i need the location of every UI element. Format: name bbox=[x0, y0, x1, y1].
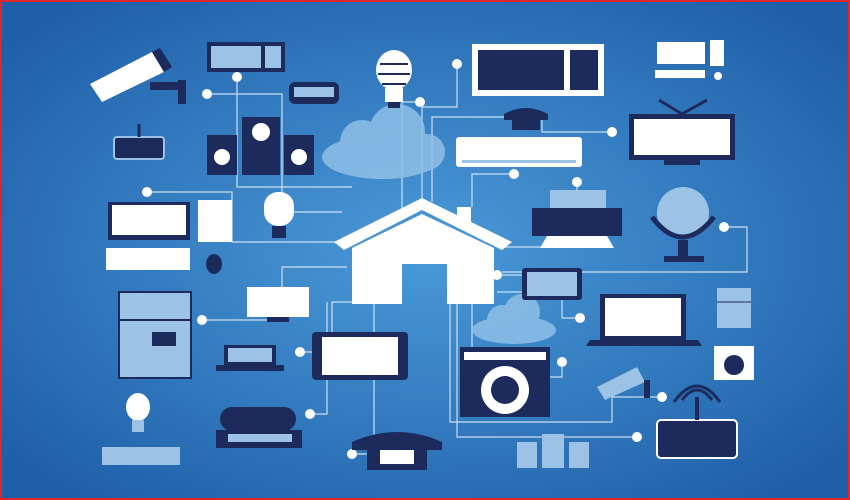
router-icon bbox=[656, 384, 738, 459]
router-icon bbox=[113, 124, 165, 160]
light-bulb-icon bbox=[376, 50, 412, 108]
microphone-icon bbox=[264, 192, 294, 238]
game-controller-icon bbox=[216, 407, 302, 448]
washing-machine-icon bbox=[714, 346, 754, 380]
game-controller-icon bbox=[289, 82, 339, 104]
fridge-icon bbox=[118, 291, 192, 379]
security-camera-icon bbox=[90, 48, 186, 104]
cloud-icon bbox=[472, 294, 556, 344]
microwave-icon bbox=[207, 42, 285, 72]
telephone-icon bbox=[352, 432, 442, 470]
desktop-computer-icon bbox=[655, 40, 724, 80]
house-icon bbox=[334, 198, 512, 304]
desktop-computer-icon bbox=[106, 200, 232, 274]
air-conditioner-icon bbox=[102, 447, 180, 465]
connection-nodes bbox=[142, 59, 729, 459]
security-camera-icon bbox=[597, 367, 650, 400]
tv-icon bbox=[247, 287, 309, 322]
speaker-icon bbox=[517, 434, 589, 468]
printer-icon bbox=[532, 190, 622, 248]
air-conditioner-icon bbox=[456, 137, 582, 167]
washing-machine-icon bbox=[460, 347, 550, 417]
tablet-icon bbox=[522, 268, 582, 300]
cloud-icon bbox=[322, 104, 445, 179]
tablet-icon bbox=[312, 332, 408, 380]
phone-icon bbox=[504, 108, 548, 130]
microwave-icon bbox=[472, 44, 604, 96]
light-bulb-icon bbox=[126, 393, 150, 432]
fridge-icon bbox=[717, 288, 751, 328]
tv-icon bbox=[629, 98, 735, 165]
laptop-icon bbox=[216, 345, 284, 371]
microphone-icon bbox=[650, 187, 716, 262]
speaker-icon bbox=[207, 117, 314, 175]
laptop-icon bbox=[586, 294, 702, 346]
